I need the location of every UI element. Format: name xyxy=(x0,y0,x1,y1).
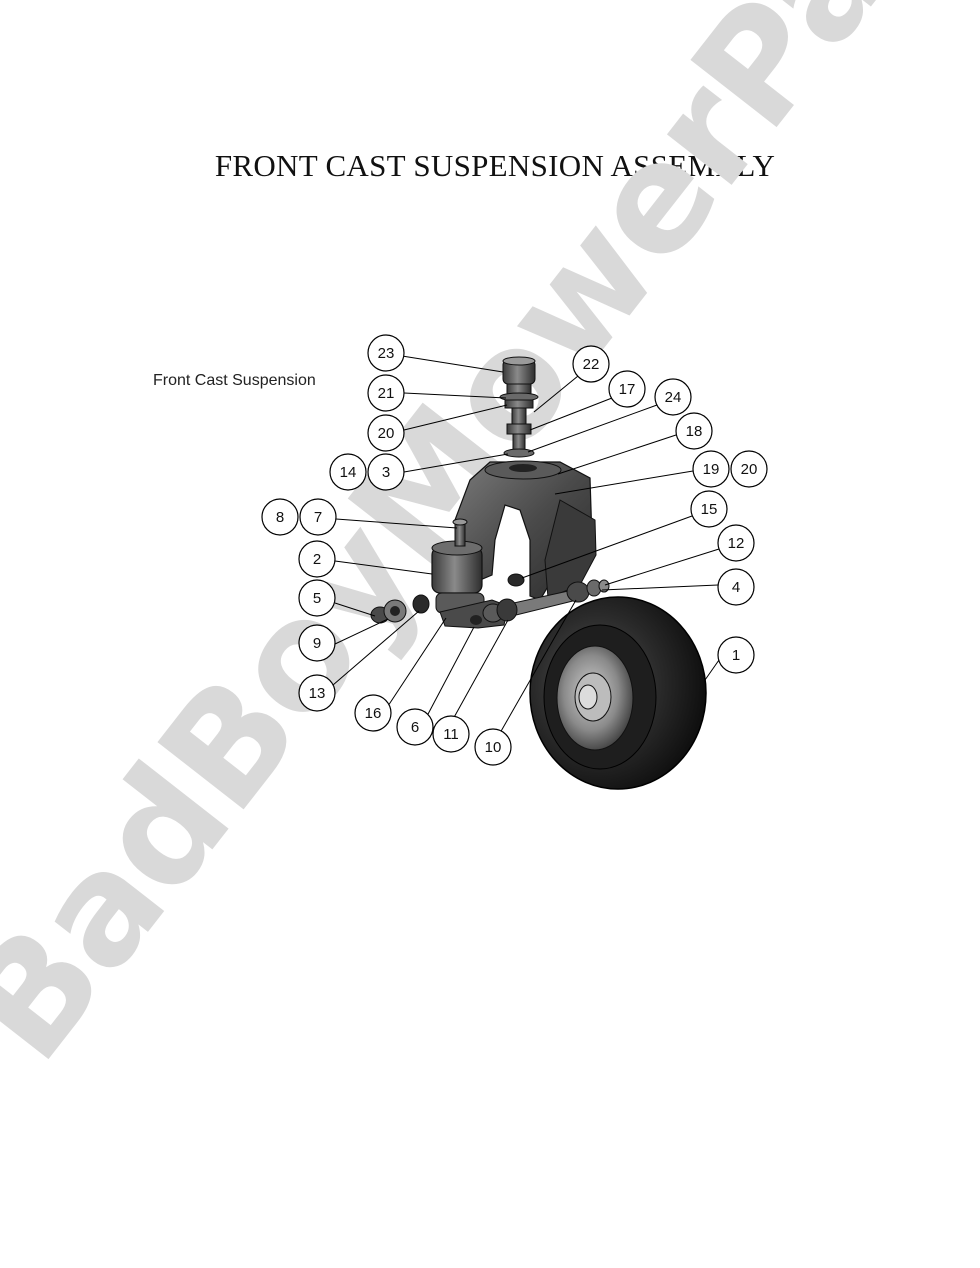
svg-text:17: 17 xyxy=(619,381,636,398)
callout-12: 12 xyxy=(717,524,755,562)
svg-text:3: 3 xyxy=(382,464,390,481)
svg-text:23: 23 xyxy=(378,345,395,362)
svg-text:19: 19 xyxy=(703,461,720,478)
callout-10: 10 xyxy=(474,728,512,766)
callout-3: 3 xyxy=(367,453,405,491)
callout-17: 17 xyxy=(608,370,646,408)
svg-text:16: 16 xyxy=(365,705,382,722)
callout-19: 19 xyxy=(692,450,730,488)
callout-5: 5 xyxy=(298,579,336,617)
svg-text:4: 4 xyxy=(732,579,740,596)
callout-18: 18 xyxy=(675,412,713,450)
svg-text:6: 6 xyxy=(411,719,419,736)
callout-20: 20 xyxy=(367,414,405,452)
svg-text:20: 20 xyxy=(378,425,395,442)
callout-13: 13 xyxy=(298,674,336,712)
loose-bearings xyxy=(370,594,430,624)
svg-text:7: 7 xyxy=(314,509,322,526)
diagram-subtitle: Front Cast Suspension xyxy=(153,372,316,389)
callout-21: 21 xyxy=(367,374,405,412)
svg-text:20: 20 xyxy=(741,461,758,478)
svg-text:14: 14 xyxy=(340,464,357,481)
svg-text:5: 5 xyxy=(313,590,321,607)
callout-24: 24 xyxy=(654,378,692,416)
wheel-tire xyxy=(529,596,707,790)
svg-text:13: 13 xyxy=(309,685,326,702)
callout-14: 14 xyxy=(329,453,367,491)
callout-23: 23 xyxy=(367,334,405,372)
svg-text:10: 10 xyxy=(485,739,502,756)
callout-8: 8 xyxy=(261,498,299,536)
svg-text:15: 15 xyxy=(701,501,718,518)
svg-text:12: 12 xyxy=(728,535,745,552)
callout-20: 20 xyxy=(730,450,768,488)
svg-text:18: 18 xyxy=(686,423,703,440)
callout-16: 16 xyxy=(354,694,392,732)
axle-arm xyxy=(439,579,610,629)
callout-11: 11 xyxy=(432,715,470,753)
svg-text:1: 1 xyxy=(732,647,740,664)
callouts: 23 21 20 14 3 22 17 24 18 19 20 8 7 2 15… xyxy=(261,334,768,766)
svg-text:8: 8 xyxy=(276,509,284,526)
callout-4: 4 xyxy=(717,568,755,606)
spacer-bolt xyxy=(507,573,525,587)
page-title: FRONT CAST SUSPENSION ASSEMBLY xyxy=(214,148,776,183)
callout-6: 6 xyxy=(396,708,434,746)
axle-housing xyxy=(431,518,485,614)
kingpin-stack xyxy=(499,356,539,458)
svg-text:21: 21 xyxy=(378,385,395,402)
callout-9: 9 xyxy=(298,624,336,662)
callout-2: 2 xyxy=(298,540,336,578)
cast-fork xyxy=(454,460,597,601)
callout-22: 22 xyxy=(572,345,610,383)
svg-text:2: 2 xyxy=(313,551,321,568)
svg-text:22: 22 xyxy=(583,356,600,373)
parts-drawing xyxy=(370,356,707,790)
svg-text:24: 24 xyxy=(665,389,682,406)
leader-lines xyxy=(332,355,720,734)
callout-15: 15 xyxy=(690,490,728,528)
callout-1: 1 xyxy=(717,636,755,674)
svg-text:9: 9 xyxy=(313,635,321,652)
callout-7: 7 xyxy=(299,498,337,536)
svg-text:11: 11 xyxy=(443,726,459,743)
